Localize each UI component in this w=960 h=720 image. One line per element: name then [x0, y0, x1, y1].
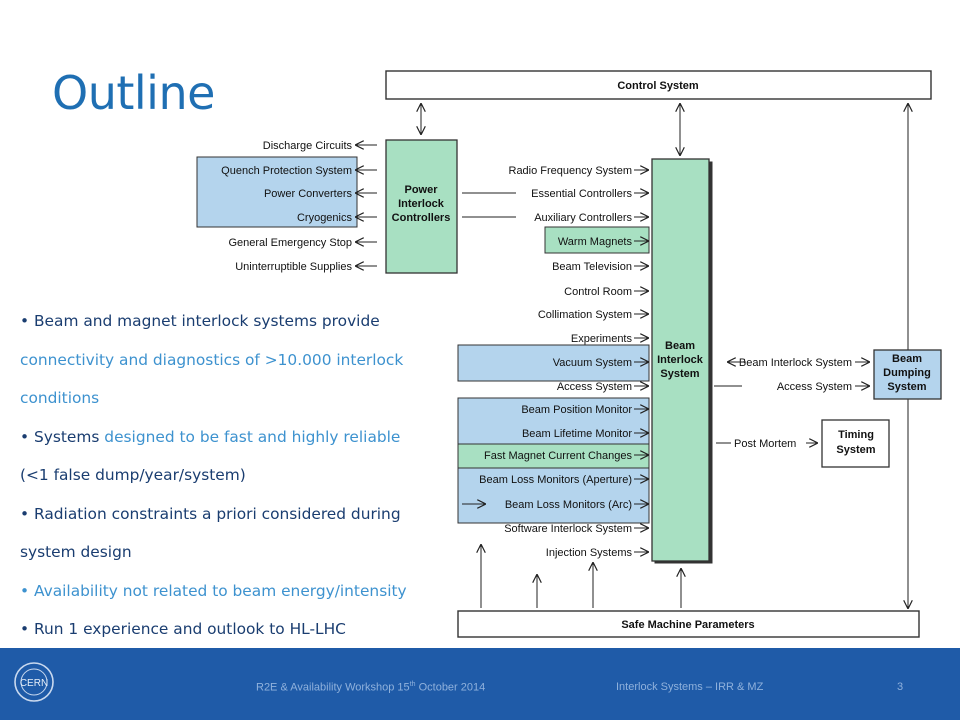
bis-label: Beam [665, 340, 695, 352]
bds-label: Beam [892, 353, 922, 365]
bis-input-label: Control Room [564, 286, 632, 298]
vacuum-highlight [457, 344, 650, 382]
bis-input-label: Beam Television [552, 261, 632, 273]
warm-magnets-highlight [544, 226, 650, 254]
bullet-line: • Beam and magnet interlock systems prov… [20, 302, 458, 341]
beam-instrumentation-highlight [457, 397, 650, 445]
safe-machine-parameters-label: Safe Machine Parameters [621, 619, 754, 631]
bullet-dot: • [20, 427, 34, 446]
pic-label: Power [404, 184, 438, 196]
bullet-line: conditions [20, 379, 458, 418]
pic-label: Interlock [398, 198, 445, 210]
timing-label: System [836, 444, 875, 456]
bis-input-label: Access System [557, 381, 632, 393]
bis-input-label: Beam Lifetime Monitor [522, 428, 632, 440]
bullet-line: • Radiation constraints a priori conside… [20, 495, 458, 534]
cern-logo-icon: CERN [14, 662, 54, 702]
bullet-dot: • [20, 504, 34, 523]
footer-topic: Interlock Systems – IRR & MZ [616, 681, 764, 693]
bis-input-label: Beam Position Monitor [521, 404, 632, 416]
bullet-line: • Availability not related to beam energ… [20, 572, 458, 611]
bis-input-label: Software Interlock System [504, 523, 632, 535]
pic-box [385, 139, 458, 274]
svg-text:CERN: CERN [20, 678, 48, 689]
bullet-text: designed to be fast and highly reliable [104, 427, 401, 446]
bis-input-label: Radio Frequency System [509, 165, 633, 177]
footer-bar [0, 648, 960, 720]
bullet-line: • Systems designed to be fast and highly… [20, 418, 458, 457]
control-system-box [385, 70, 932, 100]
footer-event: R2E & Availability Workshop 15th October… [256, 681, 486, 694]
bullet-text: system design [20, 543, 132, 561]
bis-input-label: Experiments [571, 333, 633, 345]
bis-input-label: Beam Loss Monitors (Aperture) [479, 474, 632, 486]
bis-label: Interlock [657, 354, 704, 366]
bullet-line: • Run 1 experience and outlook to HL-LHC [20, 610, 458, 649]
bis-input-label: Beam Loss Monitors (Arc) [505, 499, 632, 511]
safe-machine-parameters-box [457, 610, 920, 638]
bds-input-label: Beam Interlock System [739, 357, 852, 369]
pic-input-label: Discharge Circuits [263, 140, 353, 152]
bullet-line: (<1 false dump/year/system) [20, 456, 458, 495]
bds-label: Dumping [883, 367, 931, 379]
bullet-text: (<1 false dump/year/system) [20, 466, 246, 484]
pic-label: Controllers [392, 212, 451, 224]
bullet-text: Availability not related to beam energy/… [33, 581, 407, 600]
bullet-text: connectivity and diagnostics of >10.000 … [20, 350, 404, 369]
bullet-text: conditions [20, 389, 100, 407]
timing-label: Timing [838, 429, 874, 441]
bullet-dot: • [20, 312, 34, 330]
pic-input-label: Cryogenics [297, 212, 353, 224]
pic-input-label: General Emergency Stop [228, 237, 352, 249]
bullet-dot: • [20, 581, 34, 600]
bds-label: System [887, 381, 926, 393]
bullet-line: system design [20, 533, 458, 572]
bullet-text: Systems [33, 427, 105, 446]
bis-input-label: Auxiliary Controllers [534, 212, 632, 224]
bis-input-label: Vacuum System [553, 357, 632, 369]
pic-input-label: Power Converters [264, 188, 353, 200]
bis-input-label: Collimation System [538, 309, 632, 321]
footer-page-number: 3 [897, 681, 904, 693]
bis-box [651, 158, 710, 562]
bullet-dot: • [20, 620, 34, 638]
pic-input-label: Uninterruptible Supplies [235, 261, 352, 273]
bis-input-label: Injection Systems [546, 547, 633, 559]
blm-highlight [457, 467, 650, 524]
bullet-text: Beam and magnet interlock systems provid… [33, 312, 380, 330]
bullet-line: connectivity and diagnostics of >10.000 … [20, 341, 458, 380]
bullet-list: • Beam and magnet interlock systems prov… [20, 302, 458, 649]
bis-input-label: Warm Magnets [558, 236, 633, 248]
bis-label: System [660, 368, 699, 380]
bds-input-label: Access System [777, 381, 852, 393]
bis-input-label: Fast Magnet Current Changes [484, 450, 632, 462]
pic-input-label: Quench Protection System [221, 165, 352, 177]
timing-system-box [821, 419, 890, 468]
post-mortem-label: Post Mortem [734, 438, 796, 450]
fmcm-highlight [457, 443, 650, 469]
bullet-text: Radiation constraints a priori considere… [33, 504, 401, 523]
bis-input-label: Essential Controllers [531, 188, 632, 200]
bullet-text: Run 1 experience and outlook to HL-LHC [33, 620, 346, 638]
slide-title: Outline [52, 66, 215, 120]
bds-box [873, 349, 942, 400]
control-system-label: Control System [617, 80, 699, 92]
